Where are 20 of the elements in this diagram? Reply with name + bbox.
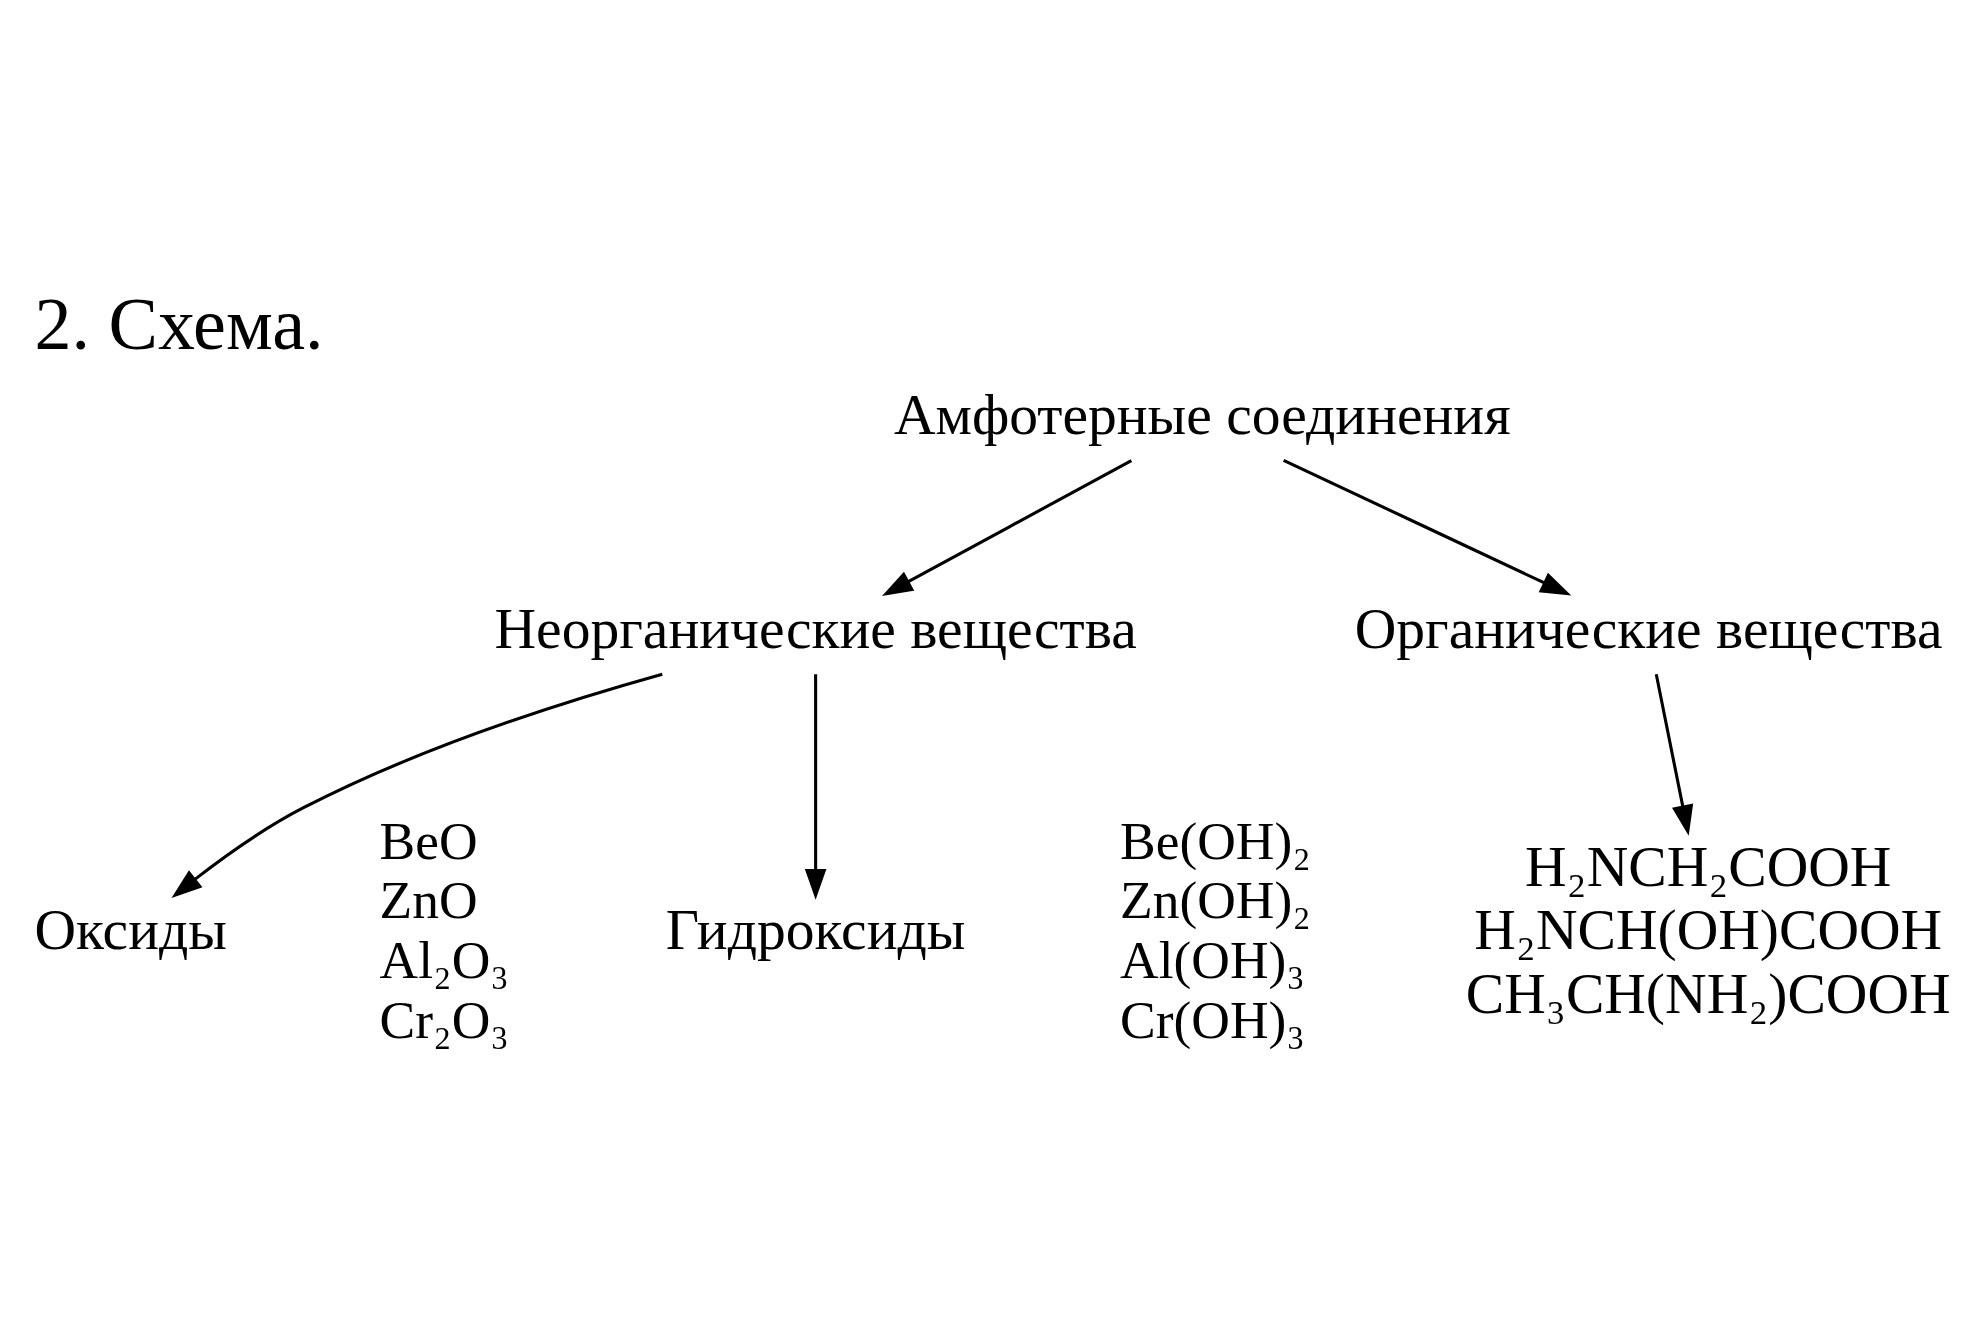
node-text: Гидроксиды [665,898,965,962]
node-text: H₂NCH₂COOH H₂NCH(OH)COOH CH₃CH(NH₂)COOH [1465,834,1951,1026]
node-label: BeO [379,810,478,871]
diagram-title: 2. Схема. [34,282,324,365]
node-label: ZnO [379,870,478,931]
node-text: Оксиды [34,898,227,962]
node-text: Неорганические вещества [494,597,1137,661]
arrow [171,672,663,898]
arrow [1282,458,1571,596]
node-label: Cr(OH)₃ [1119,989,1305,1050]
node-label: Al(OH)₃ [1119,930,1305,991]
node-label: Cr₂O₃ [379,989,509,1050]
node-text: Органические вещества [1354,597,1943,661]
node-text: Амфотерные соединения [893,383,1511,447]
node-label: Zn(OH)₂ [1119,870,1311,931]
arrow [1654,673,1693,836]
arrow [804,674,826,900]
node-label: Al₂O₃ [379,930,509,991]
node-label: Be(OH)₂ [1119,810,1311,871]
arrow [881,459,1132,596]
